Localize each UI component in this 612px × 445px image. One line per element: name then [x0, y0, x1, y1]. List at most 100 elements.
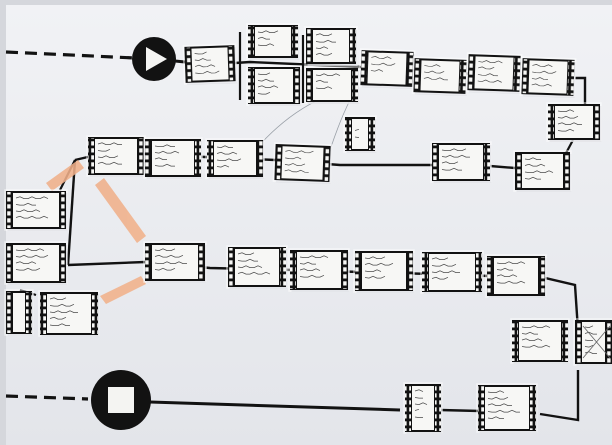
handwritten-note	[154, 254, 184, 258]
handwritten-note	[15, 248, 45, 251]
tape-strip	[100, 276, 146, 304]
handwritten-note	[354, 136, 360, 138]
card-writing-area	[362, 253, 406, 289]
handwritten-note	[49, 310, 78, 313]
handwritten-note	[154, 248, 176, 251]
tape-strips	[46, 160, 146, 304]
film-card	[343, 115, 377, 153]
film-card	[304, 66, 360, 104]
handwritten-note	[257, 72, 271, 75]
play-icon	[132, 37, 176, 81]
handwritten-note	[216, 151, 238, 155]
handwritten-note	[237, 265, 263, 268]
handwritten-note	[257, 78, 274, 82]
handwritten-note	[97, 148, 111, 152]
film-card	[288, 248, 350, 292]
card-writing-area	[47, 294, 91, 333]
handwritten-note	[299, 274, 325, 278]
card-writing-area	[412, 386, 434, 430]
film-card	[403, 382, 443, 434]
film-card	[476, 383, 538, 433]
card-writing-area	[352, 119, 368, 149]
handwritten-note	[354, 128, 360, 131]
handwritten-note	[423, 77, 448, 81]
card-writing-area	[191, 47, 229, 81]
card-writing-area	[420, 60, 460, 92]
film-card	[353, 249, 415, 293]
handwritten-note	[441, 161, 459, 164]
card-writing-area	[485, 387, 529, 429]
handwritten-note	[441, 167, 462, 171]
film-card	[485, 254, 547, 298]
film-card	[246, 23, 300, 60]
handwritten-note	[216, 164, 230, 168]
handwritten-note	[431, 276, 449, 280]
handwritten-note	[478, 60, 503, 64]
handwritten-note	[414, 402, 428, 405]
handwritten-note	[487, 390, 505, 393]
handwritten-note	[315, 86, 333, 89]
film-card	[4, 241, 68, 285]
handwritten-note	[257, 30, 279, 33]
handwritten-note	[257, 91, 271, 95]
handwritten-note	[370, 69, 384, 72]
film-card	[226, 245, 288, 289]
handwritten-note	[154, 150, 180, 154]
handwritten-note	[557, 122, 582, 125]
card-writing-area	[13, 245, 59, 281]
handwritten-note	[194, 51, 207, 55]
card-writing-area	[313, 70, 351, 100]
handwritten-note	[194, 64, 216, 68]
film-card	[573, 318, 612, 366]
card-writing-area	[152, 245, 198, 279]
card-writing-area	[519, 322, 561, 360]
film-card	[513, 150, 572, 192]
handwritten-note	[97, 161, 122, 165]
handwritten-note	[414, 397, 423, 399]
handwritten-note	[216, 158, 242, 161]
handwritten-note	[97, 155, 119, 158]
handwritten-note	[216, 145, 233, 148]
handwritten-note	[521, 338, 543, 341]
film-card	[4, 289, 34, 336]
handwritten-note	[315, 52, 333, 56]
handwritten-note	[487, 403, 512, 406]
card-writing-area	[313, 30, 349, 62]
handwritten-note	[285, 149, 314, 154]
handwritten-note	[584, 344, 594, 348]
handwritten-note	[15, 261, 37, 264]
film-card	[143, 137, 203, 179]
handwritten-note	[364, 256, 386, 259]
tape-strip	[46, 160, 84, 191]
handwritten-note	[154, 267, 176, 271]
handwritten-note	[364, 262, 394, 266]
handwritten-note	[154, 163, 175, 167]
card-writing-area	[582, 322, 605, 362]
handwritten-note	[315, 46, 329, 49]
card-writing-area	[13, 293, 25, 332]
handwritten-note	[521, 331, 538, 335]
handwritten-note	[154, 144, 175, 147]
film-card	[510, 318, 570, 364]
film-card	[304, 26, 358, 66]
handwritten-note	[487, 409, 520, 413]
film-card	[420, 250, 484, 294]
dashed-end-line	[5, 394, 89, 401]
dashed-start-line	[5, 50, 136, 60]
handwritten-note	[315, 33, 333, 36]
handwritten-note	[532, 70, 557, 74]
handwritten-note	[414, 389, 424, 392]
handwritten-note	[49, 303, 75, 307]
tape-strip	[95, 178, 146, 243]
card-writing-area	[95, 139, 137, 173]
handwritten-note	[237, 252, 255, 255]
handwritten-note	[15, 202, 36, 206]
handwritten-note	[524, 157, 541, 160]
handwritten-note	[521, 325, 551, 328]
handwritten-note	[315, 73, 341, 76]
handwritten-note	[431, 270, 460, 273]
film-card	[430, 141, 492, 183]
handwritten-note	[496, 267, 513, 271]
handwritten-note	[257, 85, 279, 88]
